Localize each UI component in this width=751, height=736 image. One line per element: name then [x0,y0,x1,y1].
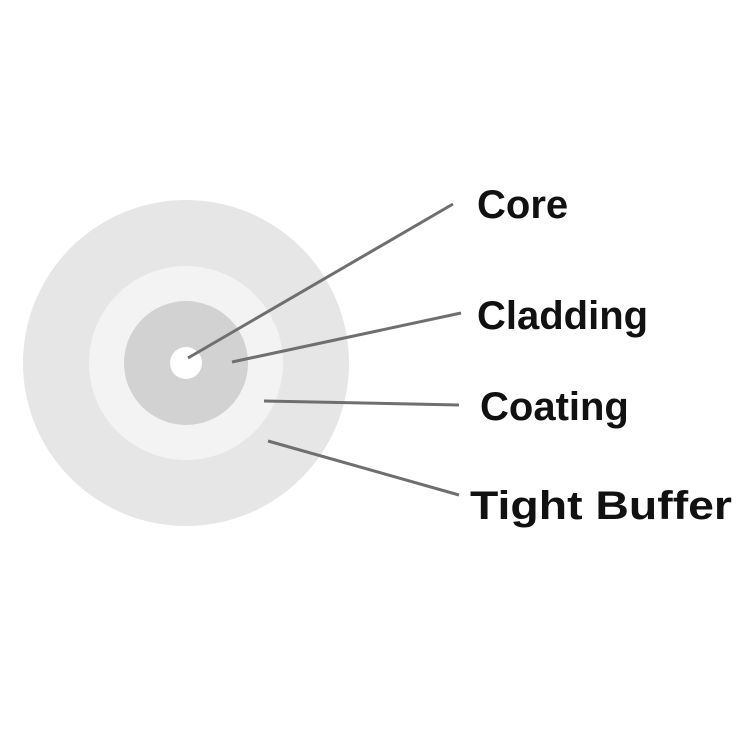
coating-label: Coating [480,385,629,429]
cladding-label: Cladding [477,294,648,338]
tight-buffer-leader-line [267,439,460,497]
coating-leader-line [263,399,460,407]
core-leader-line [187,202,454,360]
core-label: Core [477,183,568,227]
tight-buffer-label: Tight Buffer [470,484,732,528]
cladding-leader-line [231,311,462,364]
